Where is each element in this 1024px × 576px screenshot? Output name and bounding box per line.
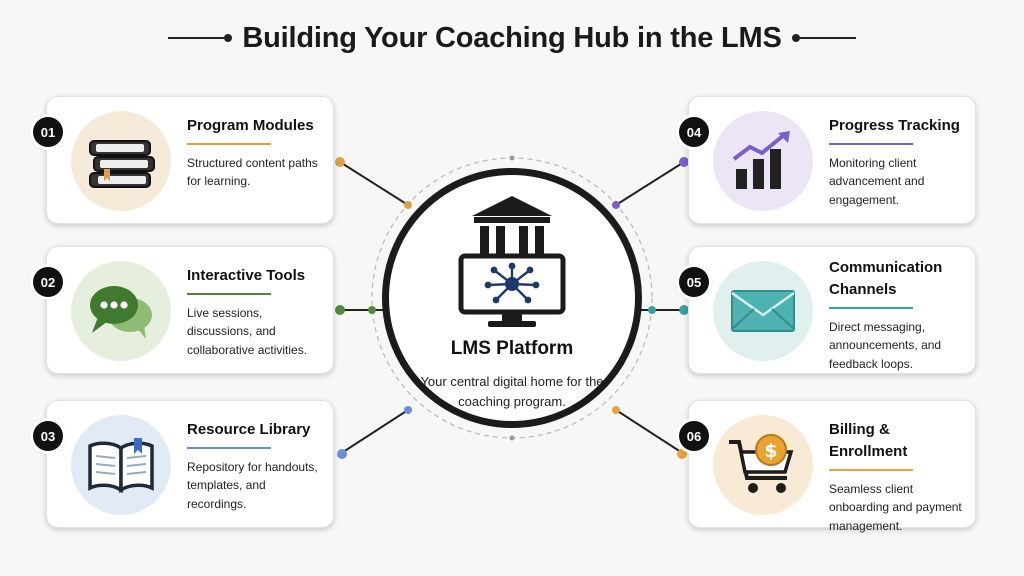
envelope-icon bbox=[713, 261, 813, 361]
connector-dot-05 bbox=[679, 305, 689, 315]
card-title: Interactive Tools bbox=[187, 267, 306, 284]
connector-06 bbox=[615, 409, 685, 455]
card-title: Progress Tracking bbox=[829, 117, 960, 134]
card-divider bbox=[187, 446, 271, 449]
card-progress-tracking: 04 Progress Tracking Monitoring client a… bbox=[679, 96, 976, 224]
title-divider-left bbox=[168, 34, 233, 42]
connector-node-02 bbox=[368, 306, 376, 314]
card-divider bbox=[187, 292, 271, 295]
step-badge-04: 04 bbox=[679, 117, 709, 147]
open-book-icon bbox=[71, 415, 171, 515]
step-badge-01: 01 bbox=[33, 117, 63, 147]
card-description: Seamless client onboarding and payment m… bbox=[829, 481, 962, 533]
connector-dot-01 bbox=[335, 157, 345, 167]
card-divider bbox=[187, 142, 271, 145]
card-divider bbox=[829, 306, 913, 309]
connector-node-04 bbox=[612, 201, 620, 209]
card-interactive-tools: 02 Interactive Tools Live sessions, disc… bbox=[33, 246, 334, 374]
connector-node-05 bbox=[648, 306, 656, 314]
connector-04 bbox=[615, 161, 685, 206]
card-title: Billing & Enrollment bbox=[829, 421, 908, 460]
card-title: Program Modules bbox=[187, 117, 314, 134]
connector-01 bbox=[339, 161, 409, 206]
step-badge-05: 05 bbox=[679, 267, 709, 297]
hub-description: Your central digital home for the coachi… bbox=[420, 374, 604, 409]
card-description: Monitoring client advancement and engage… bbox=[829, 155, 925, 207]
chat-bubbles-icon bbox=[71, 261, 171, 361]
svg-text:$: $ bbox=[764, 440, 777, 462]
card-title: Resource Library bbox=[187, 421, 311, 438]
orbit-dot-top bbox=[509, 155, 515, 161]
hub-title: LMS Platform bbox=[450, 338, 574, 359]
connector-node-01 bbox=[404, 201, 412, 209]
card-description: Live sessions, discussions, and collabor… bbox=[187, 305, 308, 357]
step-badge-06: 06 bbox=[679, 421, 709, 451]
connector-node-03 bbox=[404, 406, 412, 414]
title-divider-right bbox=[791, 34, 856, 42]
card-divider bbox=[829, 468, 913, 471]
step-badge-03: 03 bbox=[33, 421, 63, 451]
orbit-dot-bottom bbox=[509, 435, 515, 441]
card-divider bbox=[829, 142, 913, 145]
connector-dot-02 bbox=[335, 305, 345, 315]
card-title: Communication Channels bbox=[829, 259, 943, 298]
connector-dot-03 bbox=[337, 449, 347, 459]
card-resource-library: 03 Resource Library Repository for hando… bbox=[33, 400, 334, 528]
connector-node-06 bbox=[612, 406, 620, 414]
title-bar: Building Your Coaching Hub in the LMS bbox=[0, 16, 1024, 60]
card-description: Structured content paths for learning. bbox=[187, 155, 318, 189]
card-description: Repository for handouts, templates, and … bbox=[187, 459, 318, 511]
books-icon bbox=[71, 111, 171, 211]
growth-chart-icon bbox=[713, 111, 813, 211]
lms-building-monitor-icon bbox=[458, 196, 566, 327]
cart-dollar-icon: $ bbox=[713, 415, 813, 515]
card-program-modules: 01 Program Modules Structured content pa… bbox=[33, 96, 334, 224]
page-title: Building Your Coaching Hub in the LMS bbox=[242, 21, 782, 54]
connector-dot-06 bbox=[677, 449, 687, 459]
connector-03 bbox=[339, 409, 409, 455]
card-billing-enrollment: $ 06 Billing & Enrollment Seamless clien… bbox=[679, 400, 976, 533]
connector-dot-04 bbox=[679, 157, 689, 167]
step-badge-02: 02 bbox=[33, 267, 63, 297]
card-description: Direct messaging, announcements, and fee… bbox=[829, 319, 942, 371]
card-communication-channels: 05 Communication Channels Direct messagi… bbox=[679, 246, 976, 374]
